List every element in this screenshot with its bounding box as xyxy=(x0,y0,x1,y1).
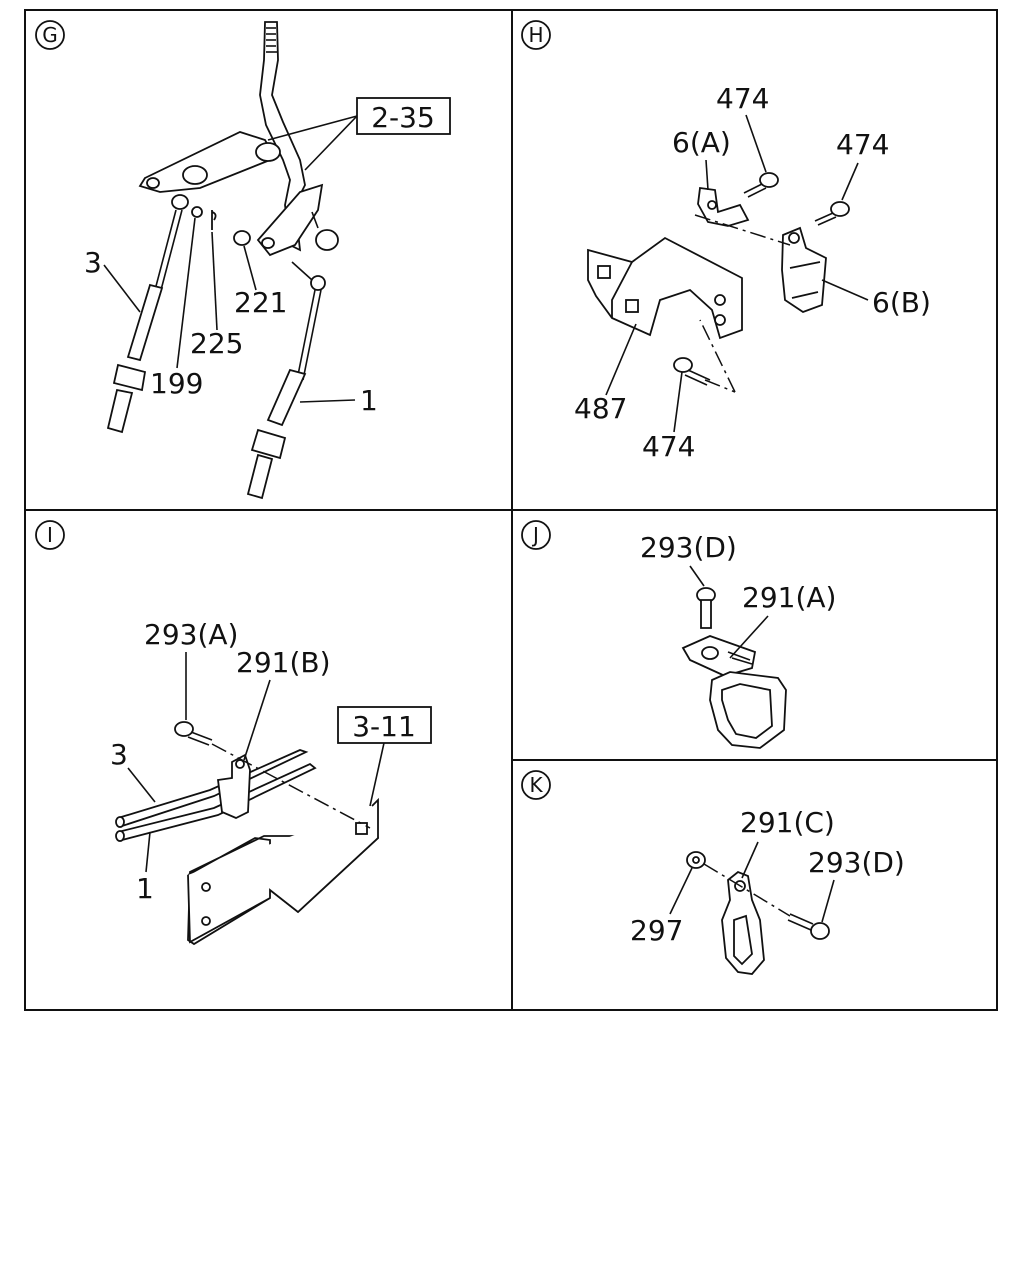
nut-297 xyxy=(686,851,706,869)
reference-box-3-11: 3-11 xyxy=(337,706,432,807)
bracket-3-11 xyxy=(187,797,379,946)
bolt-474-top xyxy=(743,172,779,198)
clip-6b xyxy=(781,226,827,314)
label-297: 297 xyxy=(630,914,683,947)
svg-text:J: J xyxy=(531,523,539,547)
label-474-bottom: 474 xyxy=(642,430,695,463)
svg-text:H: H xyxy=(528,23,543,47)
panel-i: I 3-11 xyxy=(35,520,432,946)
label-291a: 291(A) xyxy=(742,581,836,614)
label-221: 221 xyxy=(234,286,287,319)
label-487: 487 xyxy=(574,392,627,425)
bolt-474-right xyxy=(814,201,850,226)
clip-6a xyxy=(697,186,750,227)
diagram-frame xyxy=(24,9,998,1011)
svg-text:K: K xyxy=(529,773,543,797)
panel-j: J 293(D) 291(A) xyxy=(521,520,836,749)
bolt-293a xyxy=(174,721,213,746)
label-293a: 293(A) xyxy=(144,618,238,651)
label-291b: 291(B) xyxy=(236,646,331,679)
panel-g: G 2-35 xyxy=(35,20,451,500)
bolt-474-bottom xyxy=(673,357,711,386)
label-6a: 6(A) xyxy=(672,126,731,159)
svg-text:2-35: 2-35 xyxy=(371,101,435,134)
panel-j-marker: J xyxy=(521,520,551,550)
cable-1 xyxy=(246,261,326,500)
svg-text:I: I xyxy=(47,523,53,547)
clip-pin-225 xyxy=(211,210,217,230)
cables-1-3 xyxy=(115,749,317,842)
bolt-293d-j xyxy=(696,587,716,629)
label-cable-3: 3 xyxy=(110,738,128,771)
label-293d-j: 293(D) xyxy=(640,531,737,564)
label-199: 199 xyxy=(150,367,203,400)
panel-h-marker: H xyxy=(521,20,551,50)
bracket-487 xyxy=(587,236,743,340)
bolt-293d-k xyxy=(787,913,830,940)
label-1: 1 xyxy=(360,384,378,417)
nut-221 xyxy=(233,230,251,246)
label-cable-1: 1 xyxy=(136,872,154,905)
label-291c: 291(C) xyxy=(740,806,835,839)
label-474-right: 474 xyxy=(836,128,889,161)
panel-i-marker: I xyxy=(35,520,65,550)
panel-k-marker: K xyxy=(521,770,551,800)
label-6b: 6(B) xyxy=(872,286,931,319)
washer-199 xyxy=(191,206,203,218)
clip-291b xyxy=(216,753,251,819)
clip-291a xyxy=(681,635,787,749)
label-474-top: 474 xyxy=(716,82,769,115)
svg-text:G: G xyxy=(42,23,58,47)
pivot-arm xyxy=(138,131,281,193)
label-3: 3 xyxy=(84,246,102,279)
lower-bracket xyxy=(256,183,339,257)
panel-h: H xyxy=(521,20,931,463)
clip-291c xyxy=(721,870,765,975)
reference-box-2-35: 2-35 xyxy=(267,97,451,171)
label-225: 225 xyxy=(190,327,243,360)
panel-k: K 291(C) 293(D) 297 xyxy=(521,770,905,975)
svg-text:3-11: 3-11 xyxy=(352,710,416,743)
label-293d-k: 293(D) xyxy=(808,846,905,879)
panel-g-marker: G xyxy=(35,20,65,50)
cable-3 xyxy=(106,194,189,434)
